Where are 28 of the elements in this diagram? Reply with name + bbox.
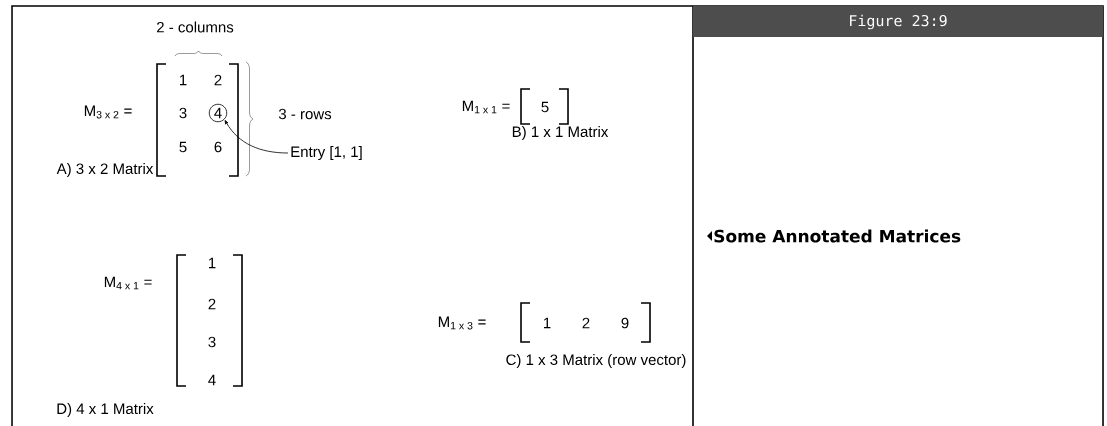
matrix-name: M$_{1 x 3}$ = bbox=[438, 316, 486, 330]
row-label: 3 - rows bbox=[278, 108, 332, 120]
matrix-entry: 5 bbox=[541, 101, 549, 113]
matrix-caption: A) 3 x 2 Matrix bbox=[56, 163, 154, 177]
matrix-entry: 2 bbox=[214, 74, 222, 86]
matrix-entry: 1 bbox=[180, 74, 187, 86]
matrix-entry: 3 bbox=[179, 107, 187, 119]
matrix-entry: 6 bbox=[214, 141, 222, 153]
circled-entry: 4 bbox=[208, 103, 228, 123]
matrix-entry: 3 bbox=[208, 336, 216, 348]
matrix-entry: 9 bbox=[621, 317, 629, 329]
matrix-name: M$_{1 x 1}$ = bbox=[462, 100, 510, 114]
column-label: 2 - columns bbox=[157, 21, 234, 33]
callout-text: Entry [1, 1] bbox=[291, 146, 362, 160]
matrix-caption: C) 1 x 3 Matrix (row vector) bbox=[506, 354, 686, 368]
matrix-entry: 1 bbox=[209, 257, 216, 269]
header-bar: Figure 23:9 bbox=[693, 6, 1103, 37]
matrix-entry: 4 bbox=[208, 374, 216, 386]
matrix-caption: D) 4 x 1 Matrix bbox=[57, 403, 154, 417]
matrix-name: M$_{3 x 2}$ = bbox=[84, 105, 132, 119]
matrix-entry: 1 bbox=[544, 317, 551, 329]
matrix-entry: 5 bbox=[179, 141, 187, 153]
leader-line bbox=[224, 120, 289, 154]
matrix-entry: 2 bbox=[208, 298, 216, 310]
matrix-name: M$_{4 x 1}$ = bbox=[104, 276, 152, 290]
matrix-entry: 2 bbox=[582, 317, 590, 329]
caption: Some Annotated Matrices bbox=[714, 229, 961, 243]
matrix-caption: B) 1 x 1 Matrix bbox=[512, 126, 609, 140]
